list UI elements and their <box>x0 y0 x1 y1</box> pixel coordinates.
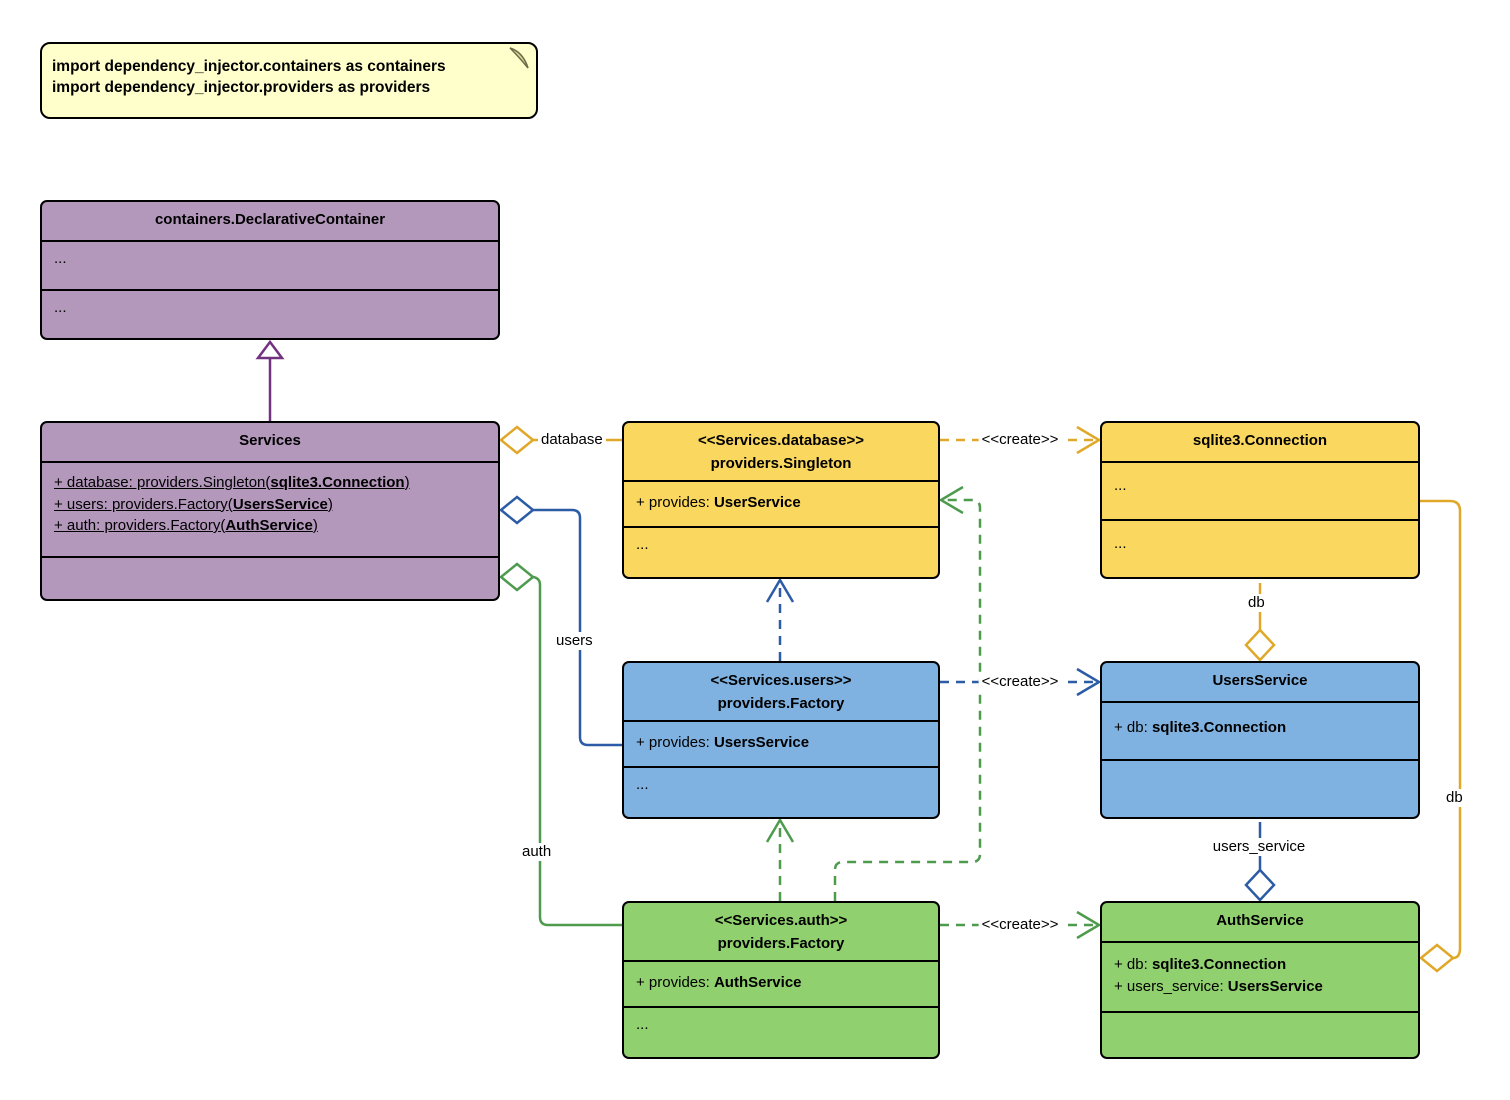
class-methods-section: ... <box>624 1006 938 1053</box>
class-title: UsersService <box>1212 672 1308 689</box>
class-users-factory: <<Services.users>> providers.Factory + p… <box>622 661 940 819</box>
attribute-users: + users: providers.Factory(UsersService) <box>54 495 333 513</box>
edge-label-database: database <box>538 431 606 449</box>
class-methods-section: ... <box>624 526 938 573</box>
class-methods-section: ... <box>1102 519 1418 575</box>
attribute-provides: + provides: AuthService <box>636 974 802 991</box>
edge-label-users-service: users_service <box>1209 838 1309 856</box>
class-attributes-section: ... <box>1102 461 1418 519</box>
class-title: <<Services.database>> providers.Singleto… <box>624 423 938 480</box>
class-methods-section <box>1102 759 1418 815</box>
attribute-database: + database: providers.Singleton(sqlite3.… <box>54 474 410 491</box>
attribute-provides: + provides: UsersService <box>636 734 810 751</box>
class-title: AuthService <box>1216 912 1304 929</box>
class-title: <<Services.users>> providers.Factory <box>624 663 938 720</box>
edge-dep-usersfactory-singleton <box>765 577 795 661</box>
attribute-users-service: + users_service: UsersService <box>1114 978 1323 995</box>
edge-agg-services-users <box>499 495 622 747</box>
class-methods-section <box>1102 1011 1418 1053</box>
edge-inheritance-services-container <box>255 339 285 421</box>
class-stereotype: <<Services.auth>> <box>714 912 848 929</box>
class-users-service: UsersService + db: sqlite3.Connection <box>1100 661 1420 819</box>
class-attributes-section: + db: sqlite3.Connection + users_service… <box>1102 941 1418 1011</box>
edge-label-create-auth: <<create>> <box>978 916 1062 934</box>
class-methods-section: ... <box>624 766 938 813</box>
class-declarative-container: containers.DeclarativeContainer ... ... <box>40 200 500 340</box>
class-attributes-section: + provides: UsersService <box>624 720 938 766</box>
class-name: providers.Singleton <box>710 455 852 472</box>
class-name: providers.Factory <box>717 935 845 952</box>
attribute-provides: + provides: UserService <box>636 494 801 511</box>
class-title: sqlite3.Connection <box>1192 432 1328 449</box>
class-attributes-section: + database: providers.Singleton(sqlite3.… <box>42 461 498 556</box>
class-attributes-section: ... <box>42 240 498 289</box>
class-methods-section <box>42 556 498 597</box>
edge-label-create-database: <<create>> <box>978 431 1062 449</box>
note-fold-icon <box>509 47 529 69</box>
imports-note: import dependency_injector.containers as… <box>40 42 538 119</box>
attribute-db: + db: sqlite3.Connection <box>1114 719 1287 736</box>
class-name: providers.Factory <box>717 695 845 712</box>
class-database-singleton: <<Services.database>> providers.Singleto… <box>622 421 940 579</box>
edge-dep-authfactory-usersfactory <box>765 817 795 901</box>
note-line: import dependency_injector.providers as … <box>52 79 431 96</box>
edge-label-users: users <box>553 632 596 650</box>
class-attributes-section: + provides: AuthService <box>624 960 938 1006</box>
edge-label-auth: auth <box>519 843 555 861</box>
edge-label-db-users: db <box>1245 594 1268 612</box>
class-stereotype: <<Services.database>> <box>698 432 864 449</box>
class-attributes-section: + db: sqlite3.Connection <box>1102 701 1418 759</box>
edge-label-db-auth: db <box>1443 789 1466 807</box>
edge-label-create-users: <<create>> <box>978 673 1062 691</box>
attribute-auth: + auth: providers.Factory(AuthService) <box>54 517 318 534</box>
edge-agg-authservice-usersservice <box>1244 822 1276 902</box>
attribute-db: + db: sqlite3.Connection <box>1114 956 1287 973</box>
class-services: Services + database: providers.Singleton… <box>40 421 500 601</box>
class-stereotype: <<Services.users>> <box>710 672 852 689</box>
class-title: <<Services.auth>> providers.Factory <box>624 903 938 960</box>
note-line: import dependency_injector.containers as… <box>52 58 446 75</box>
class-sqlite3-connection: sqlite3.Connection ... ... <box>1100 421 1420 579</box>
edge-agg-authservice-db <box>1419 499 1462 973</box>
class-auth-factory: <<Services.auth>> providers.Factory + pr… <box>622 901 940 1059</box>
class-title: Services <box>239 432 301 449</box>
class-auth-service: AuthService + db: sqlite3.Connection + u… <box>1100 901 1420 1059</box>
class-attributes-section: + provides: UserService <box>624 480 938 526</box>
class-methods-section: ... <box>42 289 498 338</box>
class-title: containers.DeclarativeContainer <box>154 211 386 228</box>
edge-agg-services-auth <box>499 562 622 927</box>
